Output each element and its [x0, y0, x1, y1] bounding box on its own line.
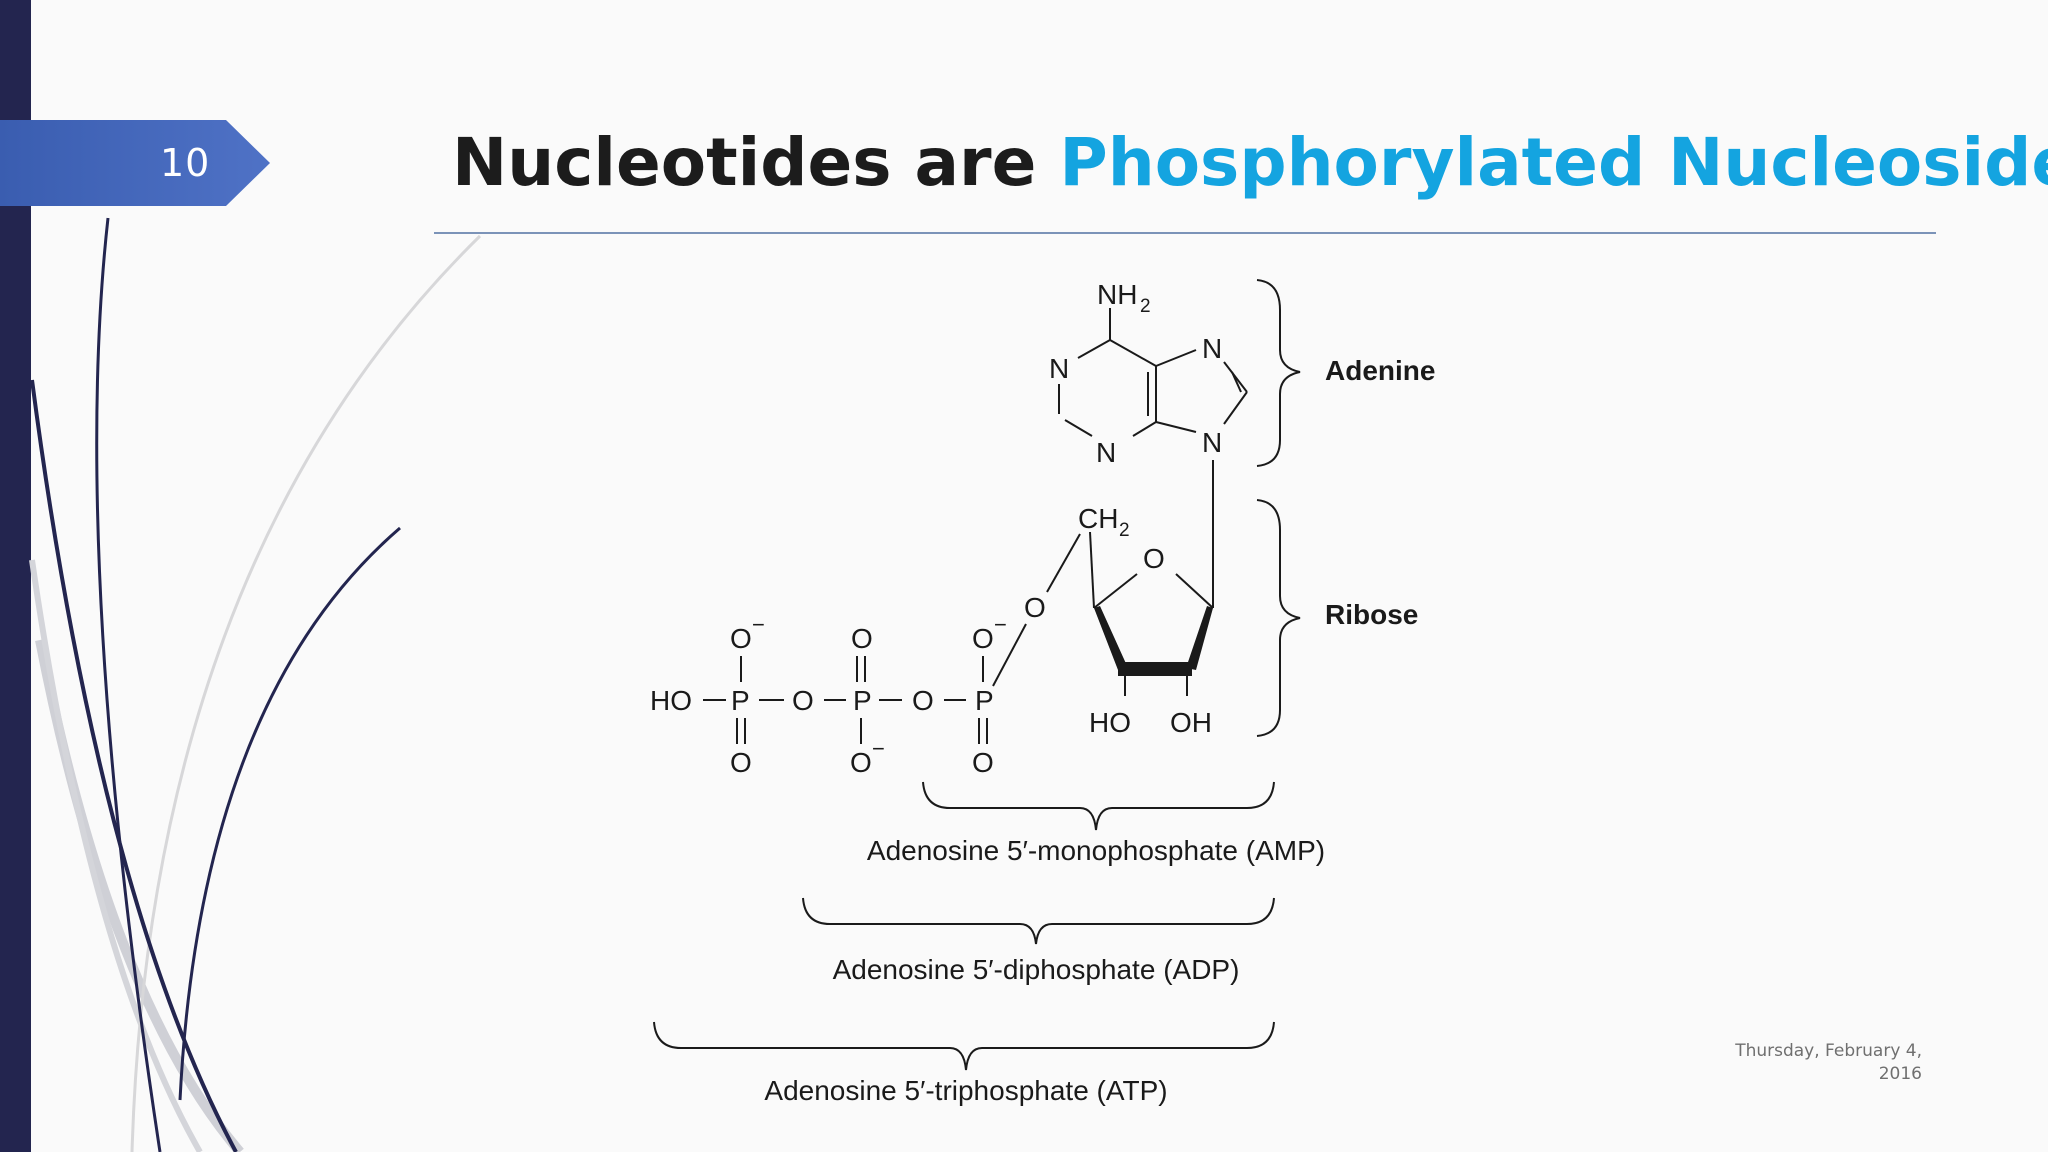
- adenine-n1-label: N: [1049, 353, 1069, 384]
- ribose-wedge-bottom: [1118, 662, 1192, 676]
- title-divider: [434, 232, 1936, 234]
- ribose-ho-label: HO: [1089, 707, 1131, 738]
- nh2-label: NH: [1097, 279, 1137, 310]
- nh2-subscript: 2: [1140, 296, 1151, 317]
- slide-date: Thursday, February 4, 2016: [1735, 1041, 1922, 1084]
- title-text-dark: Nucleotides are: [452, 124, 1060, 201]
- oxygen-top-alpha-label: O: [972, 623, 994, 654]
- phosphorus-beta-label: P: [853, 685, 872, 716]
- oxygen-top-gamma-label: O: [730, 623, 752, 654]
- amp-label: Adenosine 5′-monophosphate (AMP): [867, 835, 1325, 866]
- charge-top-gamma: −: [752, 612, 765, 637]
- slide-number-tab: [0, 120, 270, 206]
- bond-lines: [653, 279, 1301, 1071]
- adenine-n3-label: N: [1096, 437, 1116, 468]
- phosphorus-alpha-label: P: [975, 685, 994, 716]
- ribose-ring-oxygen-label: O: [1143, 543, 1165, 574]
- phosphorus-gamma-label: P: [731, 685, 750, 716]
- title-text-accent: Phosphorylated Nucleosides: [1059, 124, 2048, 201]
- adp-label: Adenosine 5′-diphosphate (ADP): [833, 954, 1240, 985]
- oxygen-bottom-gamma-label: O: [730, 747, 752, 778]
- ribose-wedge-right: [1186, 606, 1213, 670]
- adenine-n7-label: N: [1202, 333, 1222, 364]
- charge-top-alpha: −: [994, 612, 1007, 637]
- oxygen-5prime-label: O: [1024, 592, 1046, 623]
- ch2-label: CH: [1078, 503, 1118, 534]
- ribose-oh-label: OH: [1170, 707, 1212, 738]
- ch2-subscript: 2: [1119, 520, 1130, 541]
- oxygen-bottom-alpha-label: O: [972, 747, 994, 778]
- ribose-label: Ribose: [1325, 599, 1418, 630]
- adenine-label: Adenine: [1325, 355, 1435, 386]
- slide-number: 10: [160, 141, 211, 185]
- slide-title: Nucleotides are Phosphorylated Nucleosid…: [452, 118, 2048, 208]
- adenine-n9-label: N: [1202, 427, 1222, 458]
- oxygen-bottom-beta-label: O: [850, 747, 872, 778]
- ribose-wedge-left: [1094, 606, 1128, 670]
- bridge-oxygen-2-label: O: [912, 685, 934, 716]
- bridge-oxygen-1-label: O: [792, 685, 814, 716]
- oxygen-top-beta-label: O: [851, 623, 873, 654]
- atp-label: Adenosine 5′-triphosphate (ATP): [764, 1075, 1167, 1106]
- charge-bottom-beta: −: [872, 736, 885, 761]
- ho-phosphate-label: HO: [650, 685, 692, 716]
